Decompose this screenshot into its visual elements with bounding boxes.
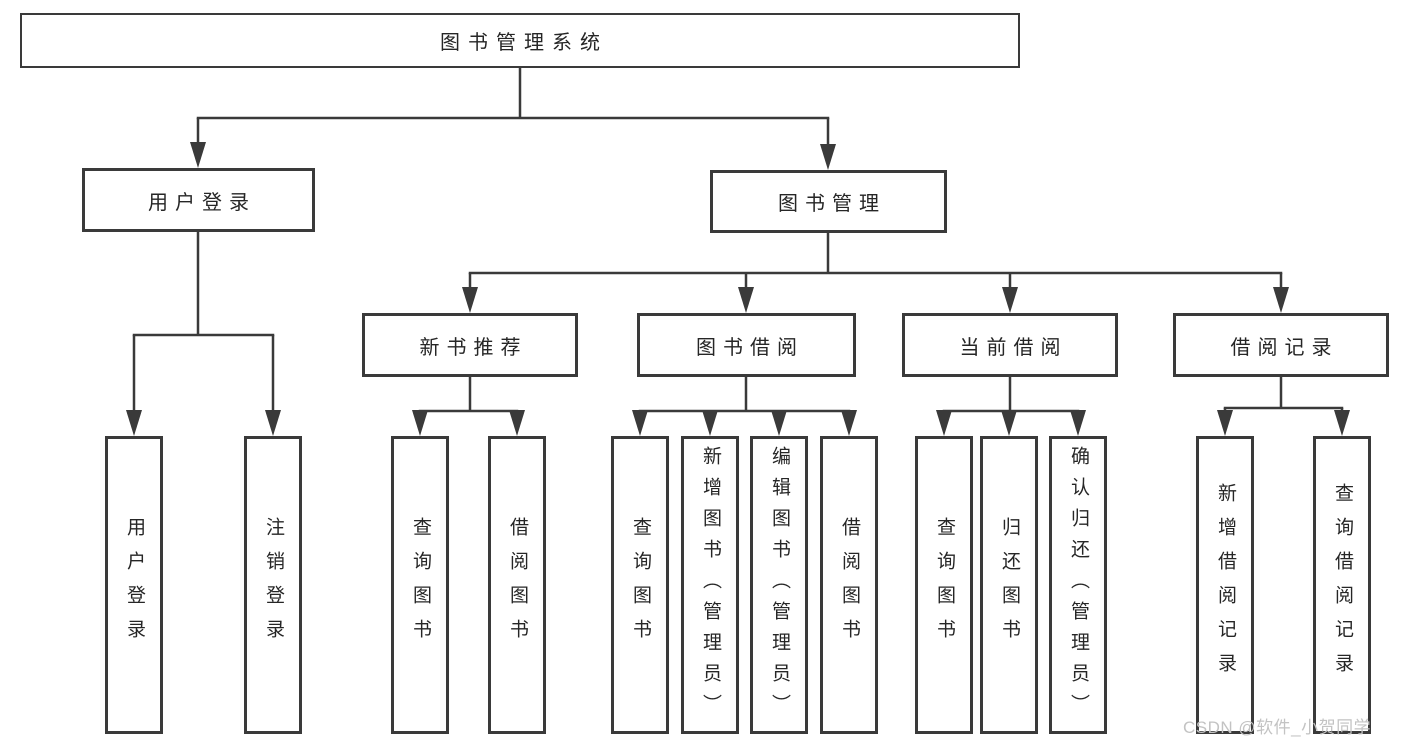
- node-current-borrow: 当前借阅: [902, 313, 1118, 377]
- leaf-edit-books-admin: 编辑图书（管理员）: [750, 436, 808, 734]
- connector: [936, 377, 1086, 436]
- arrowhead-icon: [462, 287, 478, 313]
- leaf-query-borrow-record: 查询借阅记录: [1313, 436, 1371, 734]
- arrowhead-icon: [509, 410, 525, 436]
- arrowhead-icon: [738, 287, 754, 313]
- leaf-query-books-borrow: 查询图书: [611, 436, 669, 734]
- leaf-add-borrow-record: 新增借阅记录: [1196, 436, 1254, 734]
- leaf-return-books: 归还图书: [980, 436, 1038, 734]
- arrowhead-icon: [632, 410, 648, 436]
- arrowhead-icon: [1334, 410, 1350, 436]
- arrowhead-icon: [265, 410, 281, 436]
- leaf-user-login: 用户登录: [105, 436, 163, 734]
- arrowhead-icon: [936, 410, 952, 436]
- arrowhead-icon: [1070, 410, 1086, 436]
- connector: [462, 233, 1289, 313]
- connector: [126, 232, 281, 436]
- leaf-add-books-admin: 新增图书（管理员）: [681, 436, 739, 734]
- arrowhead-icon: [1217, 410, 1233, 436]
- connector: [632, 377, 857, 436]
- connector: [412, 377, 525, 436]
- arrowhead-icon: [1273, 287, 1289, 313]
- node-book-management: 图书管理: [710, 170, 947, 233]
- node-book-borrow: 图书借阅: [637, 313, 856, 377]
- leaf-borrow-books-borrow: 借阅图书: [820, 436, 878, 734]
- node-new-book-recommend: 新书推荐: [362, 313, 578, 377]
- arrowhead-icon: [1002, 287, 1018, 313]
- leaf-query-books-recommend: 查询图书: [391, 436, 449, 734]
- arrowhead-icon: [771, 410, 787, 436]
- leaf-confirm-return-admin: 确认归还（管理员）: [1049, 436, 1107, 734]
- leaf-query-books-current: 查询图书: [915, 436, 973, 734]
- node-borrow-records: 借阅记录: [1173, 313, 1389, 377]
- leaf-logout: 注销登录: [244, 436, 302, 734]
- arrowhead-icon: [820, 144, 836, 170]
- watermark: CSDN @软件_小贺同学: [1183, 718, 1372, 737]
- arrowhead-icon: [412, 410, 428, 436]
- arrowhead-icon: [702, 410, 718, 436]
- arrowhead-icon: [126, 410, 142, 436]
- connector: [190, 68, 836, 170]
- connector: [1217, 377, 1350, 436]
- leaf-borrow-books-recommend: 借阅图书: [488, 436, 546, 734]
- arrowhead-icon: [1001, 410, 1017, 436]
- node-root-system: 图书管理系统: [20, 13, 1020, 68]
- arrowhead-icon: [841, 410, 857, 436]
- arrowhead-icon: [190, 142, 206, 168]
- node-user-login-branch: 用户登录: [82, 168, 315, 232]
